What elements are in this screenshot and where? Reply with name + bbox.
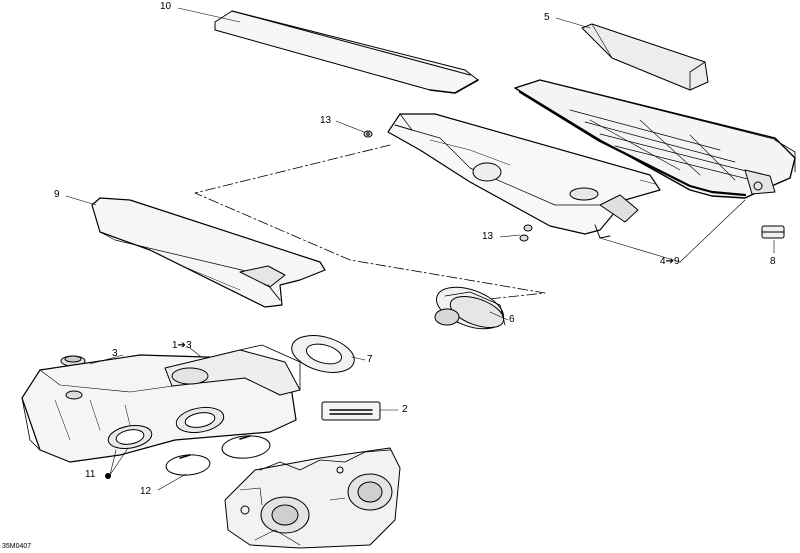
air-silencer-base [21, 344, 301, 463]
part-12-clamp-a [165, 454, 211, 476]
callout-5: 5 [544, 12, 550, 23]
air-filter-frame-assembly [514, 79, 796, 199]
callout-4-9: 4➔9 [660, 256, 680, 267]
callout-12: 12 [140, 486, 152, 497]
part-12-clamp-b [221, 435, 271, 459]
part-10-cover-panel [214, 10, 479, 94]
callout-7: 7 [367, 354, 373, 365]
callout-10: 10 [160, 1, 172, 12]
callout-3: 3 [112, 348, 118, 359]
part-8-clip [761, 225, 785, 239]
throttle-body-assembly [224, 447, 401, 549]
part-2-label [321, 401, 381, 421]
callout-6: 6 [509, 314, 515, 325]
part-5-pad [581, 23, 709, 91]
part-3-grommet [60, 355, 86, 367]
callout-13-upper: 13 [320, 115, 332, 126]
part-7-ring [291, 335, 355, 373]
part-11-screw [105, 473, 111, 479]
callout-11: 11 [85, 469, 96, 480]
air-silencer-upper-housing [387, 113, 661, 239]
callout-13-lower: 13 [482, 231, 494, 242]
part-6-intake-boot [434, 286, 506, 330]
reference-dashed-line [194, 144, 546, 301]
part-9-baffle-cover [91, 197, 326, 308]
part-13-fastener-upper [363, 130, 373, 138]
drawing-code: 35M0407 [2, 543, 32, 550]
callout-9: 9 [54, 189, 60, 200]
part-13-fastener-lower [519, 224, 533, 242]
callout-1-3: 1➔3 [172, 340, 192, 351]
callout-8: 8 [770, 256, 776, 267]
callout-2: 2 [402, 404, 408, 415]
leader-lines [65, 7, 775, 491]
